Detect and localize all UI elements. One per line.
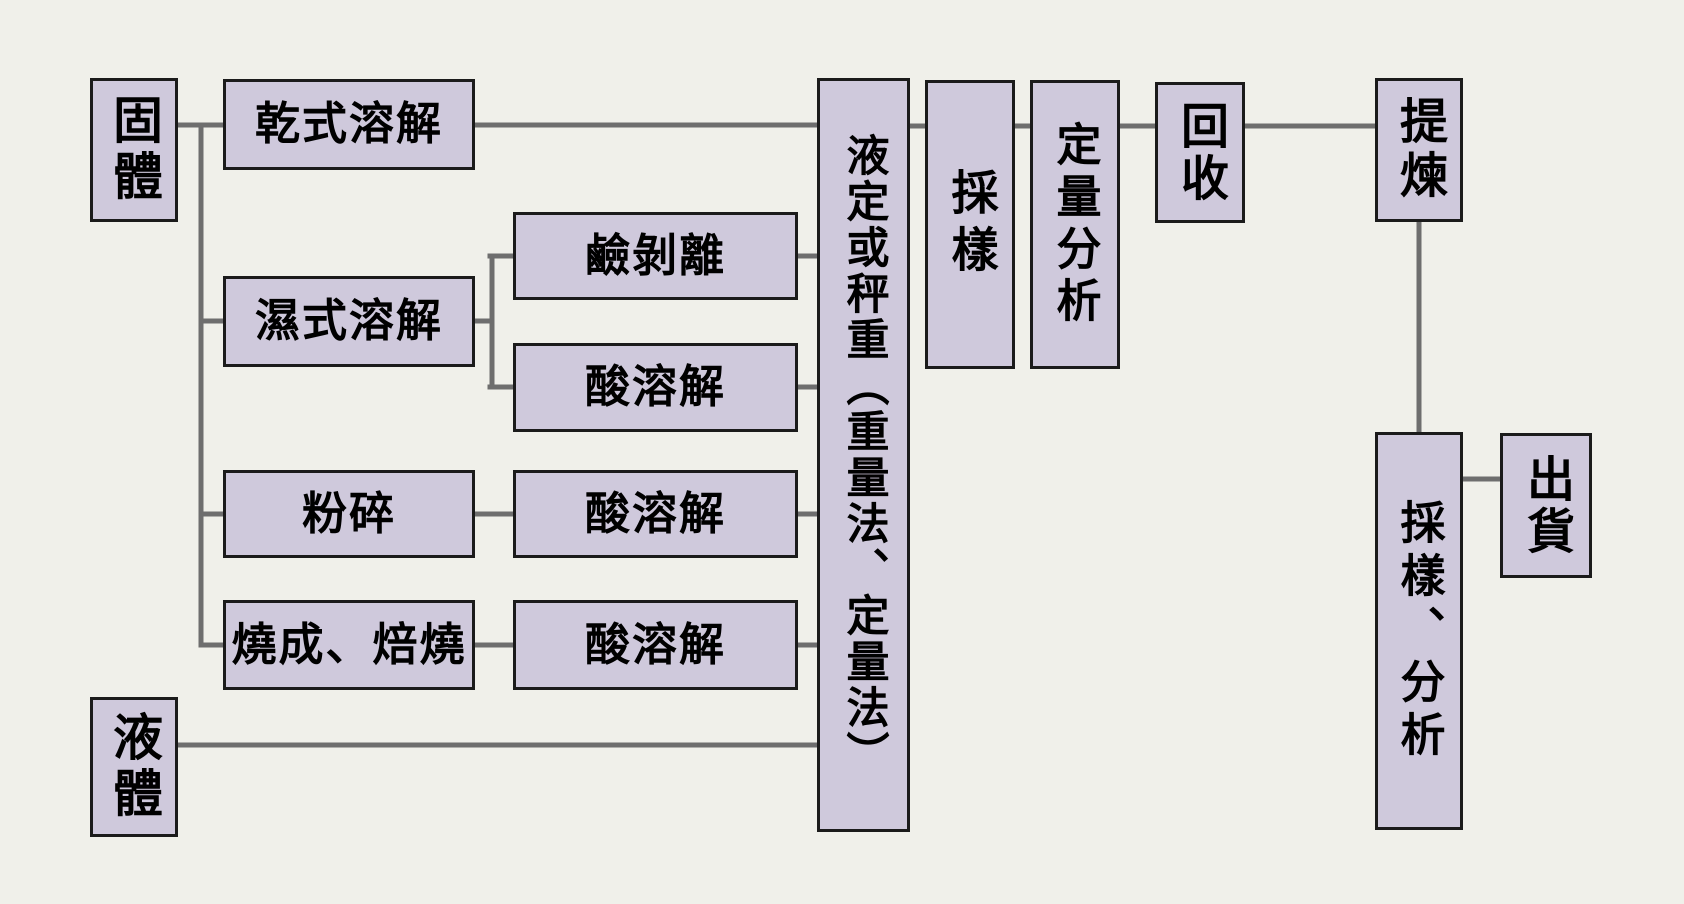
node-firing-roasting: 燒成、焙燒 — [223, 600, 475, 690]
node-wet-dissolution: 濕式溶解 — [223, 276, 475, 367]
node-label: 採樣 — [942, 167, 998, 282]
node-alkali-stripping: 鹼剝離 — [513, 212, 798, 300]
node-label: 鹼剝離 — [584, 228, 726, 282]
node-acid-dissolution-2: 酸溶解 — [513, 470, 798, 558]
node-liquid: 液體 — [90, 697, 178, 837]
node-label: 採樣、分析 — [1392, 498, 1446, 764]
node-label: 液定或秤重（重量法、定量法） — [839, 133, 889, 777]
node-label: 燒成、焙燒 — [231, 617, 467, 671]
node-sampling: 採樣 — [925, 80, 1015, 369]
node-dry-dissolution: 乾式溶解 — [223, 79, 475, 170]
node-crushing: 粉碎 — [223, 470, 475, 558]
node-sampling-analysis: 採樣、分析 — [1375, 432, 1463, 830]
node-titration-or-weighing: 液定或秤重（重量法、定量法） — [817, 78, 910, 832]
node-label: 固體 — [105, 94, 163, 206]
node-label: 酸溶解 — [584, 360, 726, 414]
node-label: 酸溶解 — [584, 486, 726, 540]
node-label: 提煉 — [1391, 96, 1447, 204]
node-label: 回收 — [1172, 100, 1228, 205]
node-acid-dissolution-3: 酸溶解 — [513, 600, 798, 690]
node-recovery: 回收 — [1155, 82, 1245, 223]
node-label: 乾式溶解 — [254, 97, 443, 151]
node-solid: 固體 — [90, 78, 178, 222]
node-label: 粉碎 — [301, 486, 396, 540]
node-label: 濕式溶解 — [254, 294, 443, 348]
node-refining: 提煉 — [1375, 78, 1463, 222]
node-label: 酸溶解 — [584, 617, 726, 671]
node-label: 定量分析 — [1048, 120, 1102, 329]
node-acid-dissolution-1: 酸溶解 — [513, 343, 798, 432]
node-quantitative-analysis: 定量分析 — [1030, 80, 1120, 369]
node-label: 液體 — [105, 711, 163, 823]
node-label: 出貨 — [1518, 453, 1574, 558]
node-shipping: 出貨 — [1500, 433, 1592, 578]
